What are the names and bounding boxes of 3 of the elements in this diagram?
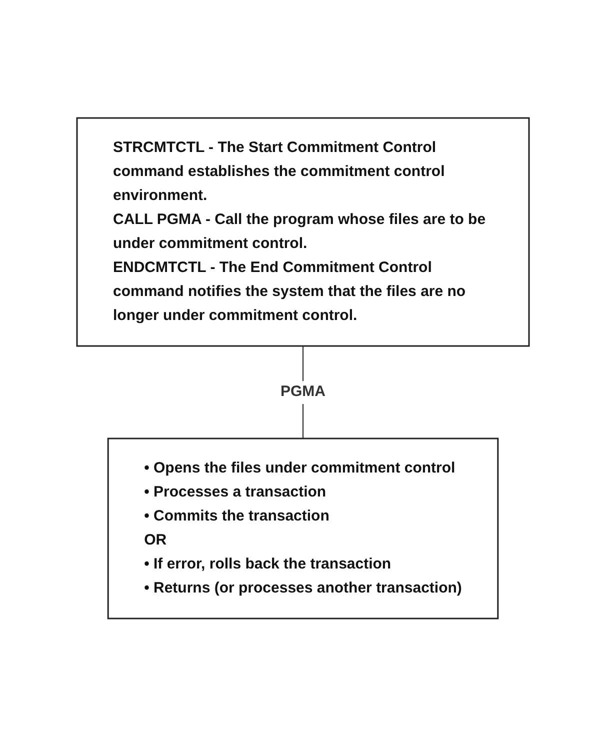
edge-label: PGMA <box>280 382 326 400</box>
node-box: STRCMTCTL - The Start Commitment Control command establishes the commitment control environment. CALL PGMA - Call the program whose files are to be under commitment control. ENDCMTCTL - The End Commitment Control command notifies the system that the files are no longer under commitment control. <box>76 117 530 346</box>
node-box: • Opens the files under commitment control • Processes a transaction • Commits the transaction OR • If error, rolls back the transaction • Returns (or processes another transaction) <box>107 438 499 619</box>
